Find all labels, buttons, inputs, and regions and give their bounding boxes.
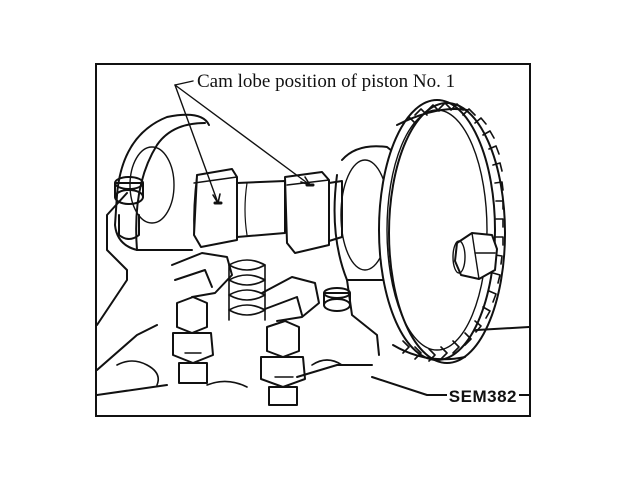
figure-code: SEM382 [446,387,519,407]
left-valve-assembly [171,252,233,384]
camshaft-illustration [97,80,529,406]
left-cap-bolt [114,176,144,240]
head-base-outline [116,359,343,388]
diagram-frame: Cam lobe position of piston No. 1 SEM382 [95,63,531,417]
cam-sprocket [378,99,506,364]
camshaft [193,168,343,254]
valve-springs [228,259,266,321]
left-bearing-cap [114,113,210,251]
right-valve-assembly [260,276,320,406]
callout-leaders [174,80,311,204]
right-bearing-cap [323,145,398,356]
callout-label: Cam lobe position of piston No. 1 [194,71,459,93]
